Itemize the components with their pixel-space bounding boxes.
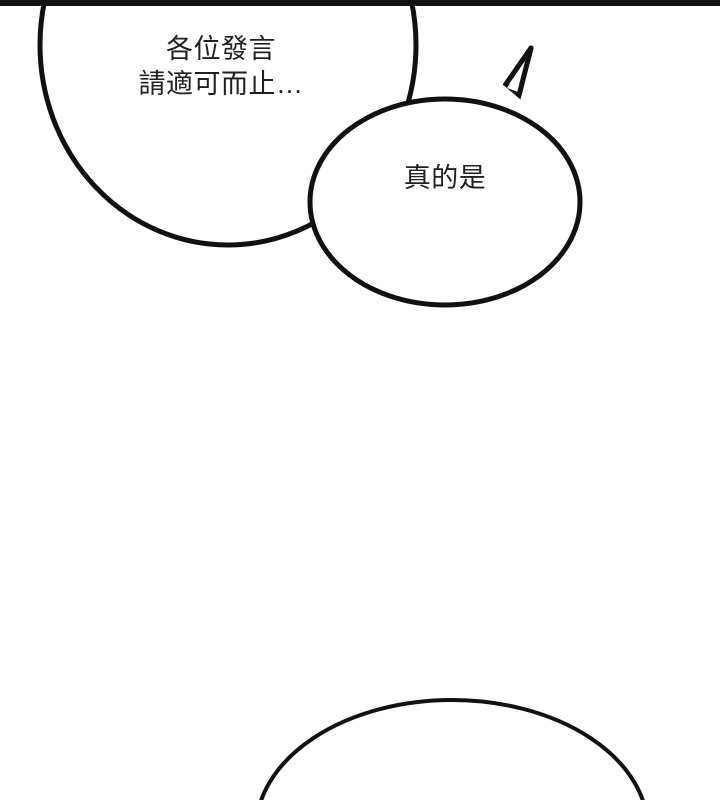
speech-bubble-tail-edge-left [503, 45, 534, 87]
speech-bubble-secondary-text: 真的是 [403, 163, 487, 193]
panel-top-border [0, 0, 720, 6]
speech-bubble-tail-edge-right [516, 45, 534, 98]
speech-bubble-bottom [259, 698, 645, 800]
speech-bubble-secondary [307, 45, 583, 308]
speech-bubble-tail-fill [507, 54, 529, 92]
speech-bubble-large-text: 各位發言 請適可而止… [138, 34, 304, 99]
speech-bubble-secondary-body [307, 96, 583, 308]
